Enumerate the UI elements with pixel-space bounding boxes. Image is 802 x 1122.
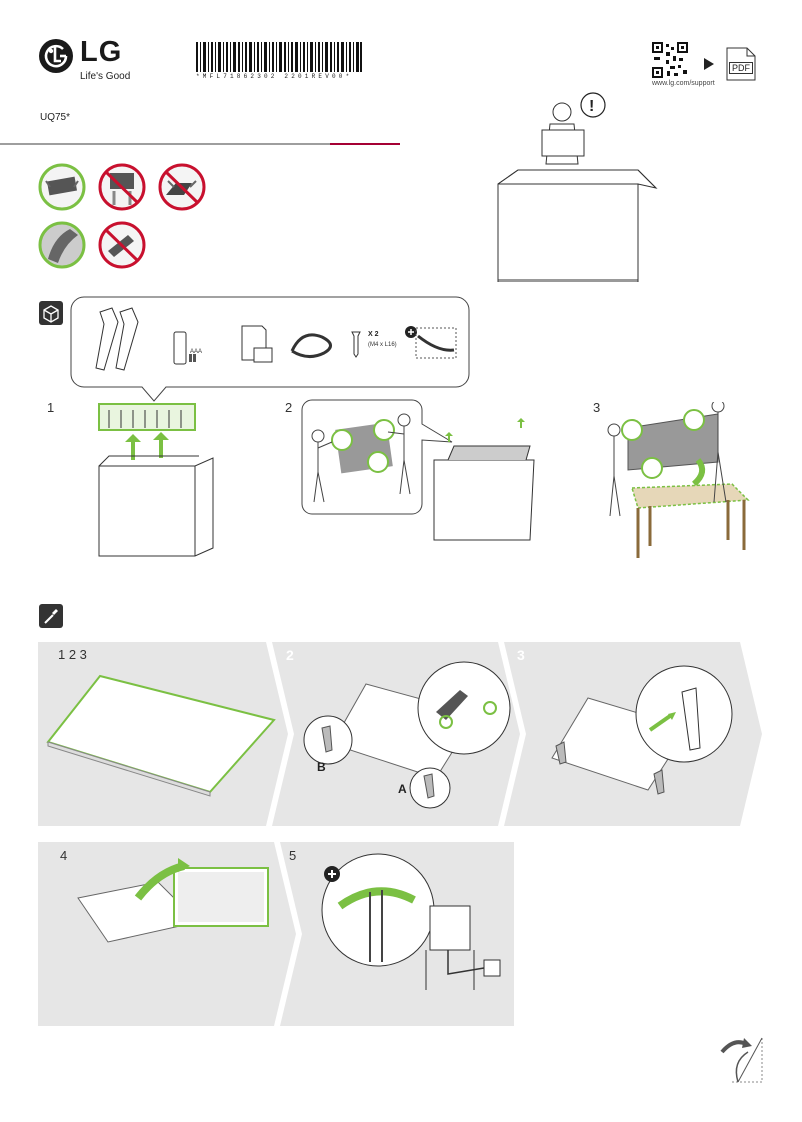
assembly-panel-2-number: 2 — [286, 647, 294, 663]
model-number: UQ75* — [40, 112, 71, 123]
carry-wrong-icon — [98, 163, 146, 211]
unpack-step-2-number: 2 — [285, 400, 293, 415]
assembly-panel-5-number: 5 — [289, 848, 297, 863]
brand-name: LG — [80, 36, 123, 68]
arrow-right-icon — [704, 58, 714, 70]
handling-icons — [38, 163, 206, 269]
pdf-label: PDF — [729, 62, 753, 74]
screw-spec: (M4 x L16) — [368, 342, 397, 348]
tool-screwdriver-icon — [39, 604, 63, 628]
support-url[interactable]: www.lg.com/support — [652, 80, 715, 87]
assembly-panels — [38, 642, 762, 1026]
svg-text:!: ! — [589, 98, 594, 115]
barcode-text: *MFL71862302 2201REV00* — [196, 73, 353, 80]
header-divider-accent — [330, 143, 400, 145]
assembly-panel-3-number: 3 — [517, 647, 525, 663]
press-screen-wrong-icon — [98, 221, 146, 269]
unpack-step-1-illustration — [98, 403, 214, 557]
unpack-step-1-number: 1 — [47, 400, 55, 415]
assembly-panel-1-number: 1 2 3 — [58, 647, 87, 662]
unpack-step-3-number: 3 — [593, 400, 601, 415]
lg-logo-icon — [39, 39, 73, 73]
lay-flat-wrong-icon — [158, 163, 206, 211]
unpack-step-2-illustration — [301, 399, 535, 541]
brand-tagline: Life's Good — [80, 71, 131, 82]
part-label-b: B — [317, 760, 326, 774]
battery-label: AAA — [190, 349, 203, 355]
page-turn-icon[interactable] — [720, 1036, 764, 1084]
barcode-image — [196, 42, 362, 72]
carry-correct-icon — [38, 163, 86, 211]
accessories-bubble — [70, 296, 470, 402]
pdf-document-icon[interactable]: PDF — [726, 47, 756, 81]
two-person-caution-illustration: ! — [497, 92, 658, 282]
qr-code-icon[interactable] — [650, 40, 690, 80]
screw-count: X 2 — [368, 331, 379, 338]
assembly-panel-4-number: 4 — [60, 848, 68, 863]
touch-screen-correct-icon — [38, 221, 86, 269]
accessories-box-icon — [39, 301, 63, 325]
unpack-step-3-illustration — [607, 402, 750, 558]
header-divider — [0, 143, 330, 145]
part-label-a: A — [398, 782, 407, 796]
